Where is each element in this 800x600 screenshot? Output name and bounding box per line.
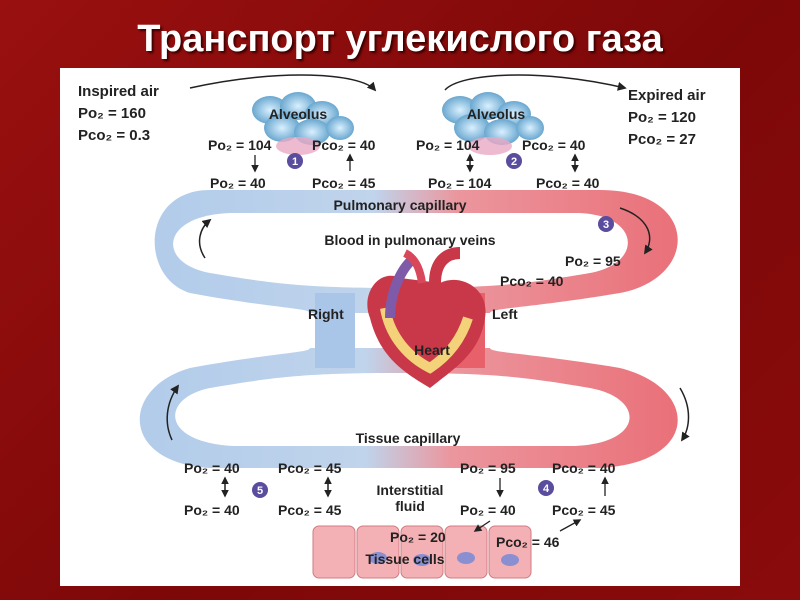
alveolus-right-cluster [442, 92, 544, 155]
inspired-po2-label: Po₂ = 160 [78, 105, 146, 122]
cap-left-pco2: Pco₂ = 45 [312, 175, 376, 191]
svg-text:1: 1 [292, 156, 298, 168]
right-side-label: Right [308, 306, 344, 322]
flow-arrow-upper-left [198, 218, 212, 259]
venous-connector [315, 293, 355, 368]
tissue-loop-inner [175, 373, 630, 446]
left-side-label: Left [492, 306, 518, 322]
alveolus-right-label: Alveolus [467, 106, 526, 122]
expired-pco2-label: Pco₂ = 27 [628, 131, 696, 148]
alv-right-po2: Po₂ = 104 [416, 137, 480, 153]
exchange-arrows [221, 153, 609, 532]
pulmonary-veins-label: Blood in pulmonary veins [324, 232, 495, 248]
int-right-po2: Po₂ = 40 [460, 502, 516, 518]
svg-text:2: 2 [511, 156, 517, 168]
flow-arrow-upper-right [619, 207, 653, 255]
cell-pco2: Pco₂ = 46 [496, 534, 560, 550]
cap-right-po2: Po₂ = 104 [428, 175, 492, 191]
pulmonary-capillary-label: Pulmonary capillary [333, 197, 466, 213]
badge-2: 2 [506, 153, 522, 169]
int-left-pco2: Pco₂ = 45 [278, 502, 342, 518]
pulmonary-loop-inner [173, 213, 628, 288]
svg-text:3: 3 [603, 219, 609, 231]
tis-right-pco2: Pco₂ = 40 [552, 460, 616, 476]
heart-label: Heart [414, 342, 450, 358]
tissue-cells-block [312, 525, 532, 579]
badge-4: 4 [538, 480, 554, 496]
inspired-air-label: Inspired air [78, 83, 159, 100]
cap-right-pco2: Pco₂ = 40 [536, 175, 600, 191]
svg-text:4: 4 [543, 483, 550, 495]
alv-left-po2: Po₂ = 104 [208, 137, 272, 153]
tis-left-po2: Po₂ = 40 [184, 460, 240, 476]
expired-air-label: Expired air [628, 87, 706, 104]
vein-po2: Po₂ = 95 [565, 253, 621, 269]
flow-arrow-lower-left [166, 384, 180, 441]
tissue-capillary-label: Tissue capillary [356, 430, 461, 446]
expired-air-arrow [444, 74, 627, 91]
int-right-pco2: Pco₂ = 45 [552, 502, 616, 518]
expired-po2-label: Po₂ = 120 [628, 109, 696, 126]
alveolus-left-label: Alveolus [269, 106, 328, 122]
alv-left-pco2: Pco₂ = 40 [312, 137, 376, 153]
svg-text:5: 5 [257, 485, 263, 497]
alv-right-pco2: Pco₂ = 40 [522, 137, 586, 153]
flow-arrow-lower-right [679, 387, 690, 442]
heart-illustration [367, 247, 486, 388]
cell-po2: Po₂ = 20 [390, 529, 446, 545]
vein-pco2: Pco₂ = 40 [500, 273, 564, 289]
tis-right-po2: Po₂ = 95 [460, 460, 516, 476]
diagram-panel: 1 2 3 4 5 Inspired air Po₂ = 160 Pco₂ = … [60, 68, 740, 586]
gas-exchange-diagram: 1 2 3 4 5 Inspired air Po₂ = 160 Pco₂ = … [78, 74, 706, 579]
tis-left-pco2: Pco₂ = 45 [278, 460, 342, 476]
badge-1: 1 [287, 153, 303, 169]
interstitial-label: Interstitial [377, 482, 444, 498]
badge-3: 3 [598, 216, 614, 232]
inspired-air-arrow [189, 74, 377, 92]
inspired-pco2-label: Pco₂ = 0.3 [78, 127, 150, 144]
int-left-po2: Po₂ = 40 [184, 502, 240, 518]
badge-5: 5 [252, 482, 268, 498]
tissue-cells-label: Tissue cells [365, 551, 444, 567]
alveolus-left-cluster [252, 92, 354, 155]
cap-left-po2: Po₂ = 40 [210, 175, 266, 191]
fluid-label: fluid [395, 498, 425, 514]
slide-title: Транспорт углекислого газа [137, 18, 663, 60]
